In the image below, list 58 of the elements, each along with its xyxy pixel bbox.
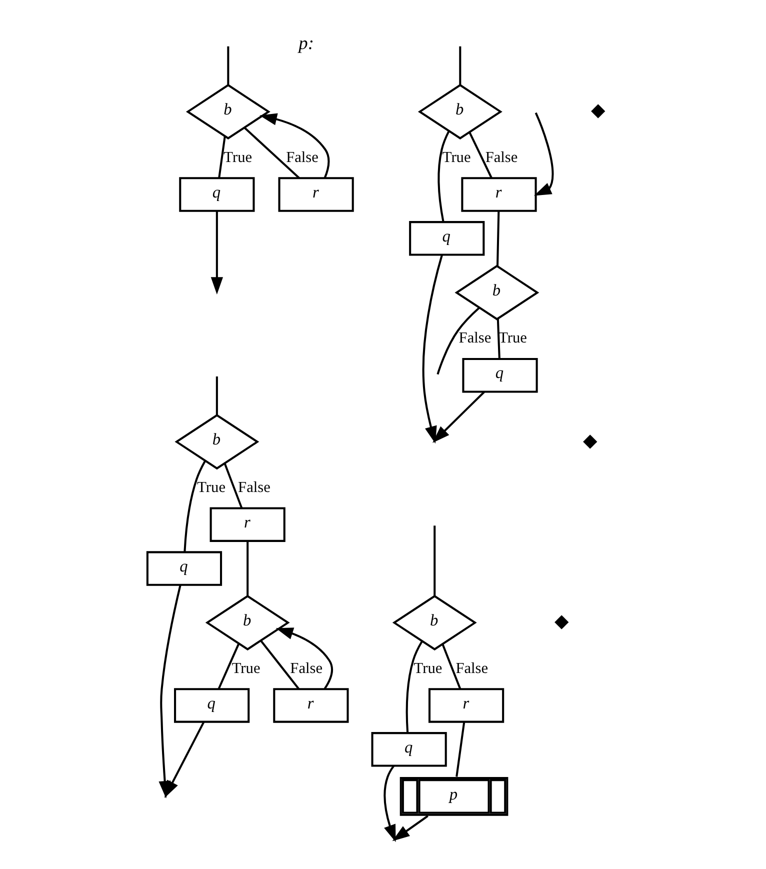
connector xyxy=(224,463,243,508)
connector xyxy=(246,541,249,596)
edge-label: False xyxy=(456,660,488,677)
arrow xyxy=(276,628,333,690)
connector xyxy=(442,644,462,690)
edge-label: True xyxy=(232,660,260,677)
arrow xyxy=(392,815,428,842)
connector xyxy=(218,136,226,178)
node-box: r xyxy=(273,688,349,723)
node-box: r xyxy=(278,177,354,212)
connector xyxy=(406,640,423,733)
node-box: r xyxy=(461,177,537,212)
connector xyxy=(438,130,450,222)
node-diamond: b xyxy=(186,84,270,140)
node-diamond: b xyxy=(418,84,502,140)
edge-label: True xyxy=(414,660,442,677)
label: ◆ xyxy=(554,611,568,632)
node-box: q xyxy=(462,358,538,393)
label: ◆ xyxy=(582,430,597,450)
node-box: q xyxy=(409,221,485,256)
edge-label: False xyxy=(485,148,518,166)
node-diamond: b xyxy=(205,594,290,650)
connector xyxy=(456,722,466,777)
arrow xyxy=(260,113,330,178)
arrow xyxy=(210,210,224,295)
arrow xyxy=(432,391,485,443)
node-box: q xyxy=(174,688,250,723)
node-diamond: b xyxy=(392,594,477,650)
connector xyxy=(184,460,206,552)
edge-label: False xyxy=(290,660,323,677)
connector xyxy=(434,526,436,596)
connector xyxy=(459,46,462,85)
connector xyxy=(496,210,500,266)
node-diamond: b xyxy=(174,414,260,470)
edge-label: False xyxy=(286,148,318,166)
connector xyxy=(227,46,230,85)
connector xyxy=(216,376,218,415)
node-box: q xyxy=(146,551,222,586)
node-box: q xyxy=(179,177,255,212)
node-diamond: b xyxy=(454,264,540,320)
connector xyxy=(244,127,300,179)
connector xyxy=(496,318,500,359)
edge-label: True xyxy=(224,148,252,166)
label: ◆ xyxy=(591,100,606,120)
edge-label: True xyxy=(442,148,471,166)
connector xyxy=(468,132,492,178)
connector xyxy=(436,307,480,375)
edge-label: False xyxy=(238,478,270,496)
node-box: r xyxy=(210,507,286,542)
edge-label: False xyxy=(458,330,492,347)
arrow xyxy=(422,254,450,444)
connector xyxy=(260,640,300,690)
node-box: q xyxy=(371,732,447,767)
edge-label: True xyxy=(197,478,226,496)
arrow xyxy=(534,112,554,196)
connector xyxy=(218,643,240,690)
node-box: r xyxy=(428,688,504,723)
label: p: xyxy=(298,32,314,53)
